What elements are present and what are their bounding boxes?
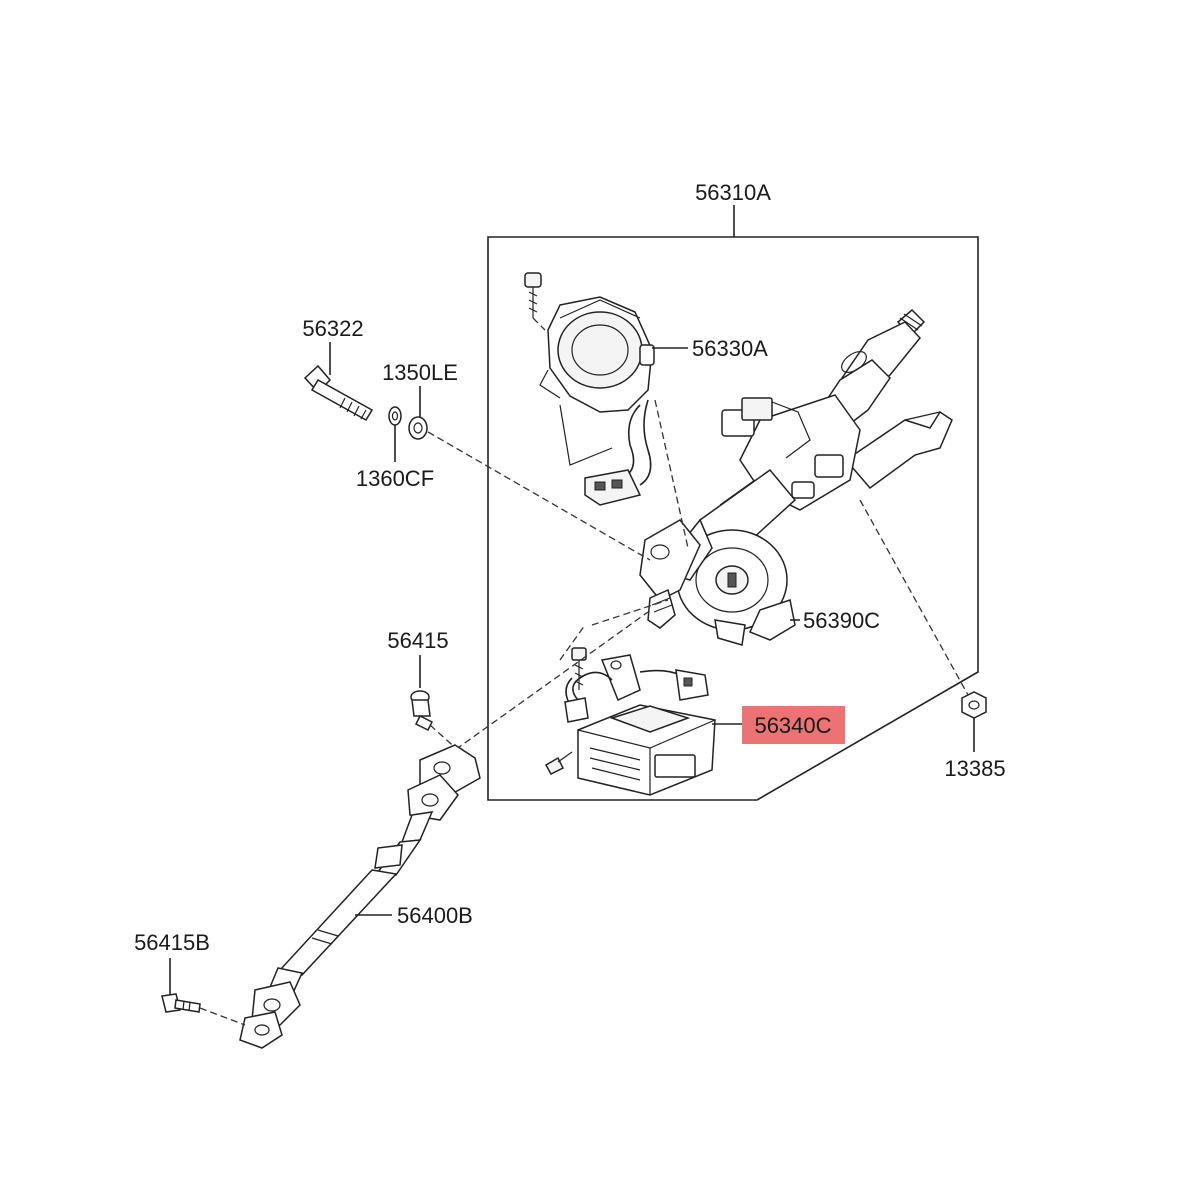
assembly-boundary (487, 236, 979, 801)
dash-56415B-to-joint (199, 1007, 246, 1026)
dash-1350LE-to-column (427, 431, 651, 561)
label-56330A: 56330A (692, 336, 768, 361)
part-56330A (524, 272, 655, 506)
dash-screw-56330A (532, 317, 546, 331)
dash-13385-to-column (859, 499, 969, 696)
part-56340C (544, 647, 716, 796)
highlight-56340C (742, 706, 845, 744)
part-56415 (410, 690, 434, 732)
dash-ecu-to-column (591, 599, 669, 626)
label-56310A: 56310A (695, 180, 771, 205)
part-56400B (239, 744, 481, 1049)
part-13385 (961, 691, 987, 719)
label-56390C: 56390C (803, 608, 880, 633)
part-56415B (161, 993, 201, 1013)
part-56390C (639, 308, 953, 646)
dash-ecu-bracket (559, 624, 586, 661)
part-1350LE (408, 416, 428, 440)
label-56415: 56415 (387, 628, 448, 653)
label-56415B: 56415B (134, 930, 210, 955)
label-56400B: 56400B (397, 903, 473, 928)
label-56322: 56322 (302, 316, 363, 341)
dash-56330A-to-column (654, 399, 689, 549)
label-13385: 13385 (944, 756, 1005, 781)
label-1360CF: 1360CF (356, 466, 434, 491)
label-1350LE: 1350LE (382, 360, 458, 385)
part-1360CF (388, 406, 402, 426)
label-56340C: 56340C (754, 713, 831, 738)
part-56322 (303, 364, 374, 422)
